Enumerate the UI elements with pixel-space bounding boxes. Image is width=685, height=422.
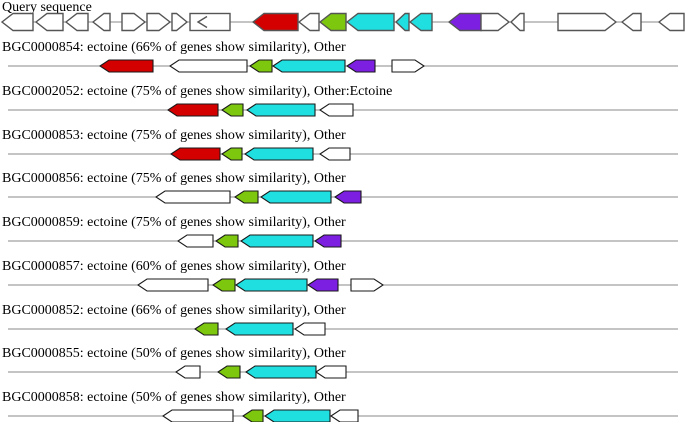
gene-arrow-cyan[interactable] xyxy=(408,12,433,32)
gene-arrow-red[interactable] xyxy=(99,59,154,73)
gene-cluster-diagram-BGC0000857 xyxy=(8,278,678,292)
gene-cluster-diagram-BGC0000856 xyxy=(8,190,678,204)
gene-arrow-white[interactable] xyxy=(155,190,231,204)
gene-direction-chevron-icon xyxy=(196,15,208,29)
gene-arrow-green[interactable] xyxy=(215,234,239,248)
gene-arrow-green[interactable] xyxy=(221,147,243,161)
gene-arrow-white[interactable] xyxy=(297,12,320,32)
gene-arrow-white[interactable] xyxy=(319,147,351,161)
gene-arrow-white[interactable] xyxy=(509,12,525,32)
bgc-row-label: BGC0000852: ectoine (66% of genes show s… xyxy=(2,303,346,318)
gene-arrow-cyan[interactable] xyxy=(345,12,395,32)
gene-cluster-diagram-BGC0002052 xyxy=(8,103,678,117)
gene-arrow-white[interactable] xyxy=(121,12,147,32)
gene-cluster-diagram-BGC0000858 xyxy=(8,409,678,422)
gene-arrow-white[interactable] xyxy=(146,12,172,32)
gene-arrow-cyan[interactable] xyxy=(260,190,332,204)
gene-arrow-white[interactable] xyxy=(391,59,425,73)
gene-arrow-cyan[interactable] xyxy=(245,365,317,379)
gene-arrow-green[interactable] xyxy=(242,409,264,422)
gene-arrow-purple[interactable] xyxy=(314,234,342,248)
gene-arrow-green[interactable] xyxy=(194,322,219,336)
bgc-row-label: BGC0000856: ectoine (75% of genes show s… xyxy=(2,171,346,186)
bgc-row-label: BGC0000855: ectoine (50% of genes show s… xyxy=(2,346,346,361)
gene-arrow-white[interactable] xyxy=(91,12,111,32)
gene-cluster-diagram-BGC0000854 xyxy=(8,59,678,73)
gene-arrow-white[interactable] xyxy=(330,409,359,422)
gene-arrow-white[interactable] xyxy=(480,12,511,32)
gene-arrow-white[interactable] xyxy=(0,12,34,32)
gene-arrow-green[interactable] xyxy=(249,59,273,73)
gene-arrow-white-chevron-box[interactable] xyxy=(189,12,231,32)
gene-arrow-white[interactable] xyxy=(315,365,347,379)
gene-cluster-diagram-BGC0000852 xyxy=(8,322,678,336)
gene-arrow-white[interactable] xyxy=(294,322,326,336)
gene-arrow-white[interactable] xyxy=(64,12,89,32)
gene-arrow-white[interactable] xyxy=(171,12,189,32)
gene-cluster-diagram-BGC0000855 xyxy=(8,365,678,379)
gene-arrow-white[interactable] xyxy=(620,12,642,32)
query-sequence-diagram xyxy=(0,12,685,32)
gene-arrow-white[interactable] xyxy=(177,234,214,248)
gene-arrow-cyan[interactable] xyxy=(244,147,314,161)
gene-arrow-purple[interactable] xyxy=(346,59,376,73)
gene-arrow-green[interactable] xyxy=(221,103,244,117)
gene-arrow-white[interactable] xyxy=(34,12,64,32)
gene-arrow-white[interactable] xyxy=(162,409,234,422)
bgc-row-label: BGC0000853: ectoine (75% of genes show s… xyxy=(2,128,346,143)
gene-arrow-red[interactable] xyxy=(170,147,221,161)
bgc-row-label: BGC0000859: ectoine (75% of genes show s… xyxy=(2,215,346,230)
gene-arrow-white[interactable] xyxy=(350,278,384,292)
bgc-row-label: BGC0002052: ectoine (75% of genes show s… xyxy=(2,84,393,99)
gene-arrow-purple[interactable] xyxy=(307,278,339,292)
gene-arrow-green[interactable] xyxy=(318,12,347,32)
gene-arrow-red[interactable] xyxy=(167,103,219,117)
gene-arrow-white[interactable] xyxy=(169,59,248,73)
gene-arrow-white[interactable] xyxy=(557,12,618,32)
gene-arrow-green[interactable] xyxy=(234,190,259,204)
gene-arrow-red[interactable] xyxy=(251,12,299,32)
gene-arrow-white[interactable] xyxy=(319,103,354,117)
gene-arrow-cyan[interactable] xyxy=(225,322,294,336)
gene-arrow-white[interactable] xyxy=(657,12,685,32)
gene-arrow-cyan[interactable] xyxy=(272,59,346,73)
gene-arrow-white[interactable] xyxy=(137,278,209,292)
gene-arrow-cyan[interactable] xyxy=(246,103,316,117)
gene-arrow-cyan[interactable] xyxy=(394,12,410,32)
gene-cluster-diagram-BGC0000859 xyxy=(8,234,678,248)
gene-arrow-cyan[interactable] xyxy=(240,234,314,248)
gene-arrow-white[interactable] xyxy=(175,365,201,379)
gene-arrow-purple[interactable] xyxy=(447,12,482,32)
gene-cluster-diagram-BGC0000853 xyxy=(8,147,678,161)
gene-arrow-cyan[interactable] xyxy=(235,278,308,292)
gene-arrow-cyan[interactable] xyxy=(264,409,331,422)
bgc-row-label: BGC0000858: ectoine (50% of genes show s… xyxy=(2,390,346,405)
bgc-row-label: BGC0000854: ectoine (66% of genes show s… xyxy=(2,40,346,55)
gene-arrow-green[interactable] xyxy=(217,365,241,379)
gene-arrow-green[interactable] xyxy=(212,278,236,292)
gene-arrow-purple[interactable] xyxy=(334,190,362,204)
query-sequence-label: Query sequence xyxy=(2,0,92,15)
bgc-row-label: BGC0000857: ectoine (60% of genes show s… xyxy=(2,259,346,274)
